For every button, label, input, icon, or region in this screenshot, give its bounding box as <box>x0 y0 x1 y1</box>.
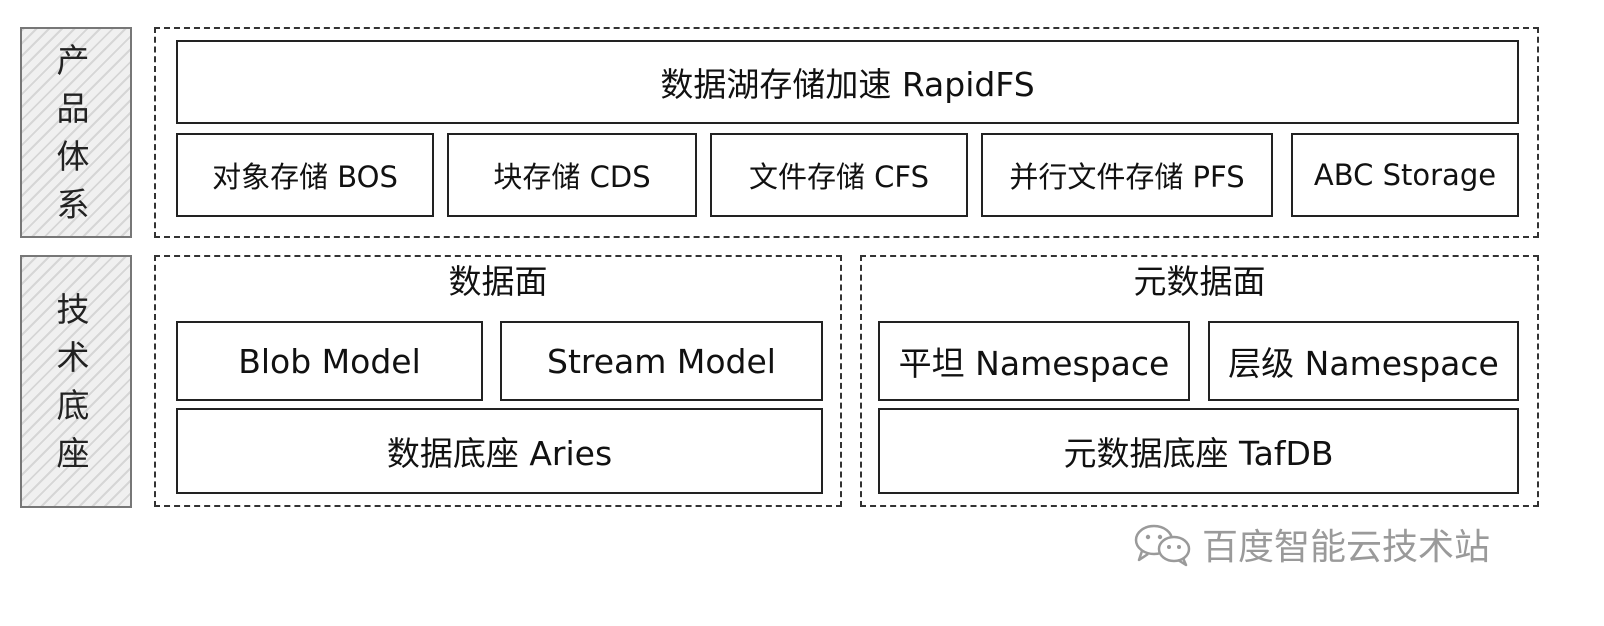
product-abc-storage-box: ABC Storage <box>1291 133 1519 217</box>
data-plane-group <box>154 255 842 507</box>
sidebar-label-tech: 技术底座 <box>56 289 96 473</box>
flat-namespace-box: 平坦 Namespace <box>878 321 1190 401</box>
metadata-plane-title: 元数据面 <box>1133 262 1266 301</box>
blob-model-box: Blob Model <box>176 321 483 401</box>
sidebar-product-system: 产品体系 <box>20 27 132 238</box>
watermark-text: 百度智能云技术站 <box>1202 527 1491 568</box>
sidebar-label-product: 产品体系 <box>56 40 96 224</box>
wechat-icon <box>1134 524 1191 567</box>
aries-base-box: 数据底座 Aries <box>176 408 823 494</box>
product-system-group <box>154 27 1539 238</box>
metadata-plane-group <box>860 255 1539 507</box>
product-cds-box: 块存储 CDS <box>447 133 697 217</box>
rapidfs-box: 数据湖存储加速 RapidFS <box>176 40 1519 124</box>
tafdb-base-box: 元数据底座 TafDB <box>878 408 1519 494</box>
product-cfs-box: 文件存储 CFS <box>710 133 968 217</box>
sidebar-tech-base: 技术底座 <box>20 255 132 508</box>
product-pfs-box: 并行文件存储 PFS <box>981 133 1273 217</box>
stream-model-box: Stream Model <box>500 321 823 401</box>
product-bos-box: 对象存储 BOS <box>176 133 434 217</box>
watermark: 百度智能云技术站 <box>1132 519 1490 569</box>
data-plane-title: 数据面 <box>448 262 548 301</box>
hierarchical-namespace-box: 层级 Namespace <box>1208 321 1519 401</box>
